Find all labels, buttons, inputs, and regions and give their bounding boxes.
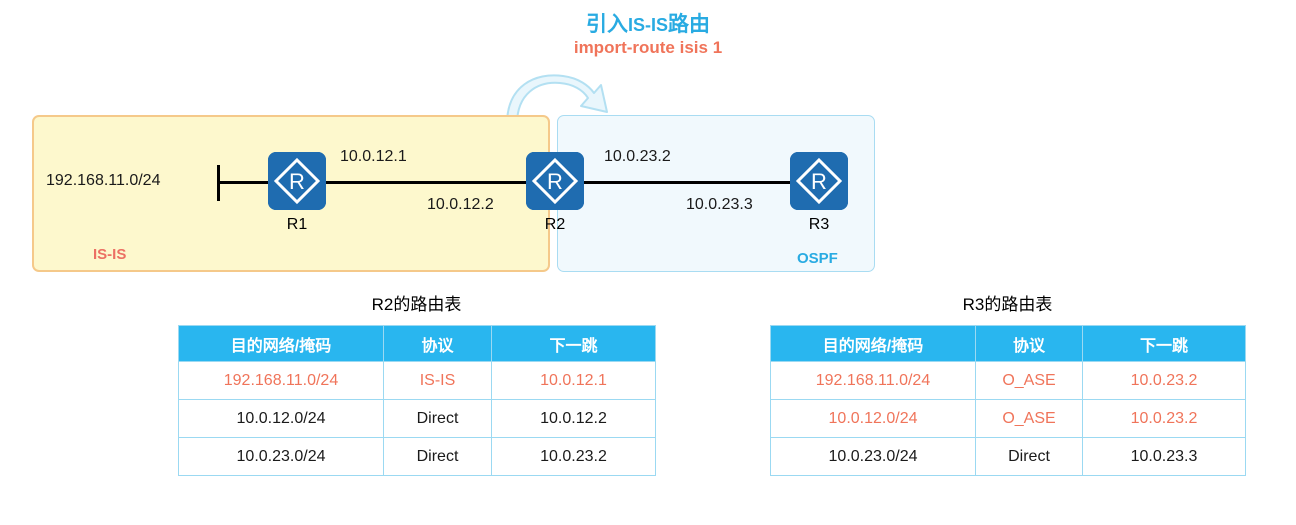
col-header-protocol: 协议 [975, 325, 1083, 362]
r3-routing-table: 目的网络/掩码 协议 下一跳 192.168.11.0/24 O_ASE 10.… [770, 325, 1246, 476]
label-lan-network: 192.168.11.0/24 [46, 172, 161, 189]
router-r2[interactable]: R [526, 152, 584, 210]
cell-protocol: IS-IS [383, 361, 492, 400]
cell-protocol: Direct [383, 437, 492, 476]
router-label-r1: R1 [286, 216, 308, 233]
link-r2-r3 [584, 181, 792, 184]
table-row: 10.0.23.0/24 Direct 10.0.23.3 [770, 437, 1246, 476]
zone-label-isis: IS-IS [93, 246, 127, 263]
table-row: 10.0.12.0/24 Direct 10.0.12.2 [178, 399, 656, 438]
cell-nexthop: 10.0.23.2 [1082, 399, 1246, 438]
table-row: 10.0.23.0/24 Direct 10.0.23.2 [178, 437, 656, 476]
callout-title-protocol: IS-IS [627, 15, 668, 35]
table-row: 192.168.11.0/24 O_ASE 10.0.23.2 [770, 361, 1246, 400]
cell-destination: 10.0.23.0/24 [770, 437, 976, 476]
cell-protocol: Direct [383, 399, 492, 438]
cell-nexthop: 10.0.23.2 [1082, 361, 1246, 400]
label-r2-r3-right: 10.0.23.3 [686, 196, 753, 213]
link-r1-r2 [326, 181, 532, 184]
cell-nexthop: 10.0.23.3 [1082, 437, 1246, 476]
table-row: 10.0.12.0/24 O_ASE 10.0.23.2 [770, 399, 1246, 438]
router-label-r2: R2 [544, 216, 566, 233]
router-r1[interactable]: R [268, 152, 326, 210]
col-header-protocol: 协议 [383, 325, 492, 362]
cell-destination: 10.0.12.0/24 [178, 399, 384, 438]
svg-text:R: R [289, 169, 305, 194]
zone-label-ospf: OSPF [797, 250, 838, 267]
svg-text:R: R [811, 169, 827, 194]
cell-destination: 10.0.12.0/24 [770, 399, 976, 438]
table-row: 192.168.11.0/24 IS-IS 10.0.12.1 [178, 361, 656, 400]
cell-nexthop: 10.0.12.2 [491, 399, 656, 438]
link-lan-r1 [217, 181, 279, 184]
table-header-row: 目的网络/掩码 协议 下一跳 [770, 325, 1246, 362]
cell-destination: 192.168.11.0/24 [178, 361, 384, 400]
callout-title-cn-prefix: 引入 [585, 13, 628, 36]
col-header-destination: 目的网络/掩码 [178, 325, 384, 362]
col-header-nexthop: 下一跳 [491, 325, 656, 362]
r2-routing-table: 目的网络/掩码 协议 下一跳 192.168.11.0/24 IS-IS 10.… [178, 325, 656, 476]
col-header-nexthop: 下一跳 [1082, 325, 1246, 362]
callout-title: 引入IS-IS路由 [0, 8, 1296, 38]
table-title-r2: R2的路由表 [371, 295, 462, 314]
table-title-r3: R3的路由表 [962, 295, 1053, 314]
cell-protocol: Direct [975, 437, 1083, 476]
cell-nexthop: 10.0.23.2 [491, 437, 656, 476]
callout-title-cn-suffix: 路由 [668, 13, 710, 36]
router-r3[interactable]: R [790, 152, 848, 210]
cell-nexthop: 10.0.12.1 [491, 361, 656, 400]
cell-protocol: O_ASE [975, 361, 1083, 400]
col-header-destination: 目的网络/掩码 [770, 325, 976, 362]
callout-command: import-route isis 1 [573, 38, 723, 57]
cell-destination: 192.168.11.0/24 [770, 361, 976, 400]
label-r1-r2-right: 10.0.12.2 [427, 196, 494, 213]
curved-arrow-right-icon [497, 68, 617, 125]
cell-destination: 10.0.23.0/24 [178, 437, 384, 476]
router-label-r3: R3 [808, 216, 830, 233]
cell-protocol: O_ASE [975, 399, 1083, 438]
label-r1-r2-left: 10.0.12.1 [340, 148, 407, 165]
label-r2-r3-left: 10.0.23.2 [604, 148, 671, 165]
table-header-row: 目的网络/掩码 协议 下一跳 [178, 325, 656, 362]
svg-text:R: R [547, 169, 563, 194]
